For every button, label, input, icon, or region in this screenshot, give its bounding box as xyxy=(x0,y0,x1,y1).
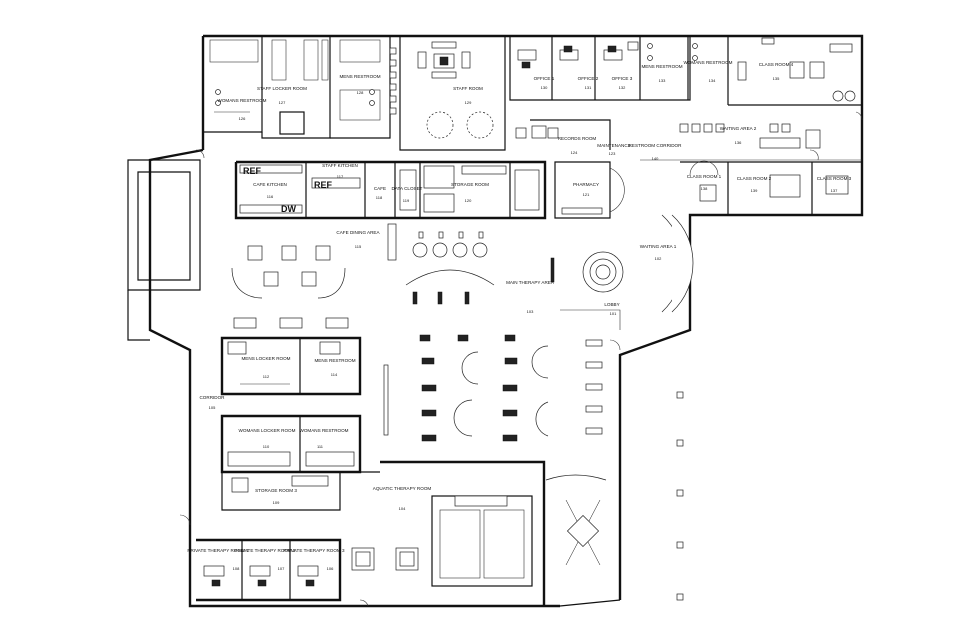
room-label: WAITING AREA 1 xyxy=(640,244,677,249)
room-label: PRIVATE THERAPY ROOM 3 xyxy=(283,548,345,553)
classrooms-block xyxy=(680,160,862,215)
exterior-columns xyxy=(676,271,684,601)
room-number: 133 xyxy=(659,78,666,83)
pharmacy-block xyxy=(554,161,625,219)
room-label: PHARMACY xyxy=(573,182,599,187)
room-label: CLASS ROOM 3 xyxy=(817,176,852,181)
room-number: 119 xyxy=(403,198,410,203)
room-label: WOMANS RESTROOM xyxy=(300,428,349,433)
room-label: MAINTENANCE xyxy=(597,143,630,148)
room-number: 127 xyxy=(279,100,286,105)
room-number: 114 xyxy=(331,372,338,377)
room-label: AQUATIC THERAPY ROOM xyxy=(373,486,432,491)
room-label: CORRIDOR xyxy=(199,395,225,400)
room-label: DATA CLOSET xyxy=(392,186,423,191)
room-number: 128 xyxy=(357,90,364,95)
room-number: 112 xyxy=(263,374,270,379)
waiting-area-1-seating xyxy=(661,214,694,313)
room-number: 120 xyxy=(465,198,472,203)
top-right-block xyxy=(647,36,862,106)
room-label: CLASS ROOM 1 xyxy=(687,174,722,179)
room-number: 110 xyxy=(263,444,270,449)
room-label: MAIN THERAPY AREA xyxy=(506,280,555,285)
room-number: 130 xyxy=(541,85,548,90)
room-number: 140 xyxy=(652,156,659,161)
room-number: 135 xyxy=(773,76,780,81)
room-label: STORAGE ROOM 3 xyxy=(255,488,297,493)
appliance-tag: REF xyxy=(314,180,333,190)
room-number: 107 xyxy=(278,566,285,571)
room-label: CAFE xyxy=(374,186,386,191)
room-label: CLASS ROOM 2 xyxy=(737,176,772,181)
room-label: CAFE DINING AREA xyxy=(336,230,380,235)
dining-tables xyxy=(231,223,495,329)
room-number: 137 xyxy=(831,188,838,193)
room-label: WAITING AREA 2 xyxy=(720,126,757,131)
room-number: 129 xyxy=(465,100,472,105)
cafe-row xyxy=(234,160,547,220)
room-label: STAFF ROOM xyxy=(453,86,483,91)
room-number: 101 xyxy=(610,311,617,316)
lobby-desk xyxy=(550,251,624,330)
room-label: WOMANS RESTROOM xyxy=(684,60,733,65)
room-label: STORAGE ROOM xyxy=(451,182,489,187)
room-number: 104 xyxy=(399,506,406,511)
room-number: 121 xyxy=(583,192,590,197)
room-label: PRIVATE THERAPY ROOM 2 xyxy=(234,548,296,553)
room-label: MENS RESTROOM xyxy=(641,64,682,69)
aquatic-therapy-block xyxy=(351,460,607,606)
therapy-equipment xyxy=(383,334,603,442)
room-label: WOMANS LOCKER ROOM xyxy=(239,428,296,433)
locker-rooms-block xyxy=(220,336,362,511)
waiting-area-2-furniture xyxy=(515,119,862,161)
room-label: MENS RESTROOM xyxy=(314,358,355,363)
room-number: 108 xyxy=(233,566,240,571)
room-label: RECORDS ROOM xyxy=(558,136,597,141)
room-number: 138 xyxy=(701,186,708,191)
room-label: WOMANS RESTROOM xyxy=(218,98,267,103)
room-label: STAFF KITCHEN xyxy=(322,163,358,168)
room-label: MENS LOCKER ROOM xyxy=(241,356,290,361)
room-label: STAFF LOCKER ROOM xyxy=(257,86,307,91)
room-label: MENS RESTROOM xyxy=(339,74,380,79)
room-number: 139 xyxy=(751,188,758,193)
room-number: 111 xyxy=(317,444,324,449)
room-label: OFFICE 3 xyxy=(612,76,633,81)
room-number: 131 xyxy=(585,85,592,90)
room-number: 116 xyxy=(267,194,274,199)
room-label: OFFICE 2 xyxy=(578,76,599,81)
room-number: 106 xyxy=(327,566,334,571)
appliance-tag: REF xyxy=(243,166,262,176)
room-label: RESTROOM CORRIDOR xyxy=(629,143,683,148)
room-number: 118 xyxy=(376,195,383,200)
room-number: 123 xyxy=(609,151,616,156)
room-label: OFFICE 1 xyxy=(534,76,555,81)
room-label: PRIVATE THERAPY ROOM 1 xyxy=(187,548,249,553)
room-number: 117 xyxy=(337,174,344,179)
room-label: CLASS ROOM 4 xyxy=(759,62,794,67)
room-number: 115 xyxy=(355,244,362,249)
room-number: 103 xyxy=(527,309,534,314)
top-left-block xyxy=(203,36,397,139)
room-number: 126 xyxy=(239,116,246,121)
room-number: 105 xyxy=(209,405,216,410)
room-number: 132 xyxy=(619,85,626,90)
appliance-tag: DW xyxy=(281,204,296,214)
room-label: CAFE KITCHEN xyxy=(253,182,287,187)
staff-room-furniture xyxy=(399,36,506,151)
room-number: 124 xyxy=(571,150,578,155)
room-label: LOBBY xyxy=(604,302,619,307)
room-number: 102 xyxy=(655,256,662,261)
room-number: 136 xyxy=(735,140,742,145)
room-number: 109 xyxy=(273,500,280,505)
offices-block xyxy=(509,36,691,101)
room-number: 134 xyxy=(709,78,716,83)
private-therapy-block xyxy=(196,538,342,602)
